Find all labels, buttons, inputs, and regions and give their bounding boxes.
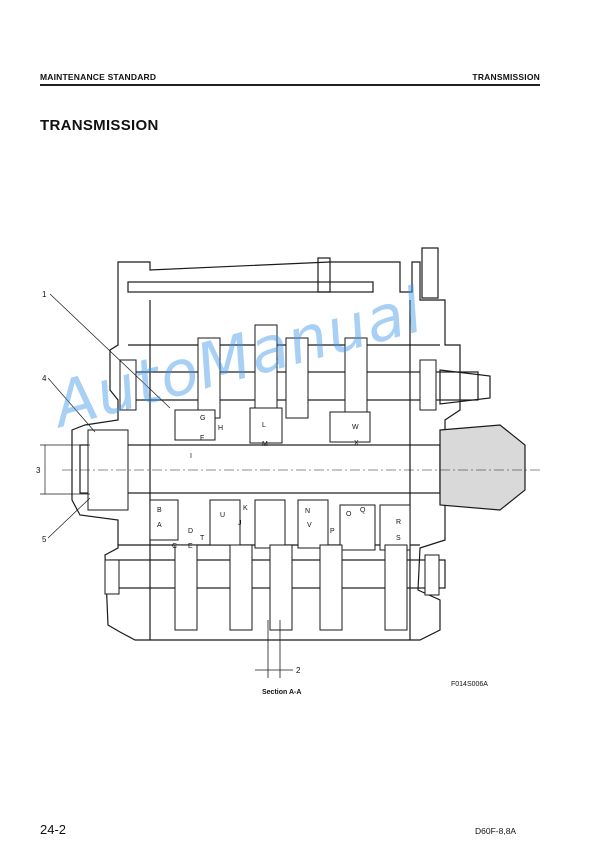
model-label: D60F-8,8A: [475, 826, 517, 836]
part-letter: M: [262, 441, 268, 448]
part-letter: N: [305, 508, 310, 515]
part-letter: T: [200, 535, 205, 542]
part-letter: H: [218, 425, 223, 432]
part-letter: F: [200, 435, 204, 442]
header-divider: [40, 84, 540, 86]
part-letter: A: [157, 522, 162, 529]
callout-4: 4: [42, 374, 47, 383]
callout-5: 5: [42, 535, 47, 544]
header-chapter-label: TRANSMISSION: [472, 72, 540, 82]
page-number: 24-2: [40, 822, 67, 837]
part-letter: D: [188, 528, 193, 535]
part-letter: K: [243, 505, 248, 512]
part-letter: E: [188, 543, 193, 550]
callout-2: 2: [296, 666, 301, 675]
part-letter: W: [352, 424, 359, 431]
part-letter: J: [238, 520, 242, 527]
part-letter: L: [262, 422, 266, 429]
callout-1: 1: [42, 290, 47, 299]
header-section-label: MAINTENANCE STANDARD: [40, 72, 157, 82]
part-letter: G: [200, 415, 205, 422]
part-letter: R: [396, 519, 401, 526]
part-letter: U: [220, 512, 225, 519]
part-letter: X: [354, 440, 359, 447]
figure-caption: Section A-A: [262, 689, 302, 696]
part-letter: Q: [360, 507, 366, 514]
part-letter: S: [396, 535, 401, 542]
part-letter: V: [307, 522, 312, 529]
part-letter: C: [172, 543, 177, 550]
part-letter: P: [330, 528, 335, 535]
callout-3: 3: [36, 466, 41, 475]
part-letter: I: [190, 453, 192, 460]
page-title: TRANSMISSION: [40, 117, 159, 134]
part-letter: O: [346, 511, 352, 518]
part-letter: B: [157, 507, 162, 514]
figure-code: F014S006A: [451, 681, 488, 688]
